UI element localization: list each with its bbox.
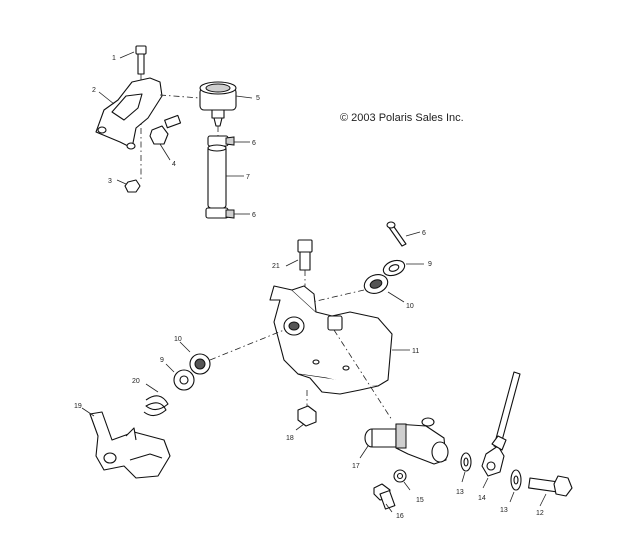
callout-6-pin: 6 — [422, 230, 426, 237]
clevis-14 — [481, 445, 505, 489]
callout-19: 19 — [74, 403, 82, 410]
bolt-21 — [285, 239, 313, 271]
callout-14: 14 — [478, 495, 486, 502]
callout-13-right: 13 — [500, 507, 508, 514]
callout-21: 21 — [272, 263, 280, 270]
hose-clamp-6-upper — [207, 135, 250, 147]
nut-18 — [295, 405, 317, 431]
callout-1: 1 — [112, 55, 116, 62]
callout-9-upper: 9 — [428, 261, 432, 268]
washer-13-right — [509, 469, 522, 503]
master-cylinder-17 — [359, 417, 449, 465]
callout-6-upper: 6 — [252, 140, 256, 147]
callout-4: 4 — [172, 161, 176, 168]
callout-18: 18 — [286, 435, 294, 442]
clevis-bolt-12 — [528, 475, 573, 507]
washer-9-lower — [165, 363, 195, 391]
callout-13-left: 13 — [456, 489, 464, 496]
callout-12: 12 — [536, 510, 544, 517]
return-spring-20 — [143, 383, 169, 417]
washer-9-upper — [382, 259, 424, 277]
push-rod — [491, 371, 521, 451]
callout-20: 20 — [132, 378, 140, 385]
callout-15: 15 — [416, 497, 424, 504]
fluid-reservoir-5 — [199, 81, 253, 127]
hose-7 — [207, 144, 244, 209]
callout-17: 17 — [352, 463, 360, 470]
bolt-16 — [373, 483, 396, 513]
cotter-pin-6 — [386, 221, 421, 247]
mounting-bracket-11 — [269, 285, 410, 395]
callout-2: 2 — [92, 87, 96, 94]
washer-13-left — [460, 452, 472, 483]
callout-16: 16 — [396, 513, 404, 520]
callout-10-upper: 10 — [406, 303, 414, 310]
brake-pedal-19 — [81, 407, 171, 479]
callout-3: 3 — [108, 178, 112, 185]
reservoir-bracket-2 — [95, 77, 163, 150]
callout-6-lower: 6 — [252, 212, 256, 219]
washer-15 — [393, 469, 411, 491]
hose-clamp-6-lower — [205, 207, 250, 219]
callout-10-lower: 10 — [174, 336, 182, 343]
callout-9-lower: 9 — [160, 357, 164, 364]
callout-7: 7 — [246, 174, 250, 181]
bushing-10-lower — [179, 341, 211, 375]
bolt-4 — [149, 114, 182, 161]
callout-11: 11 — [412, 348, 419, 355]
callout-5: 5 — [256, 95, 260, 102]
copyright-notice: © 2003 Polaris Sales Inc. — [340, 112, 464, 124]
bolt-1 — [119, 45, 147, 75]
bushing-10-upper — [363, 274, 405, 303]
nut-3 — [116, 179, 141, 193]
